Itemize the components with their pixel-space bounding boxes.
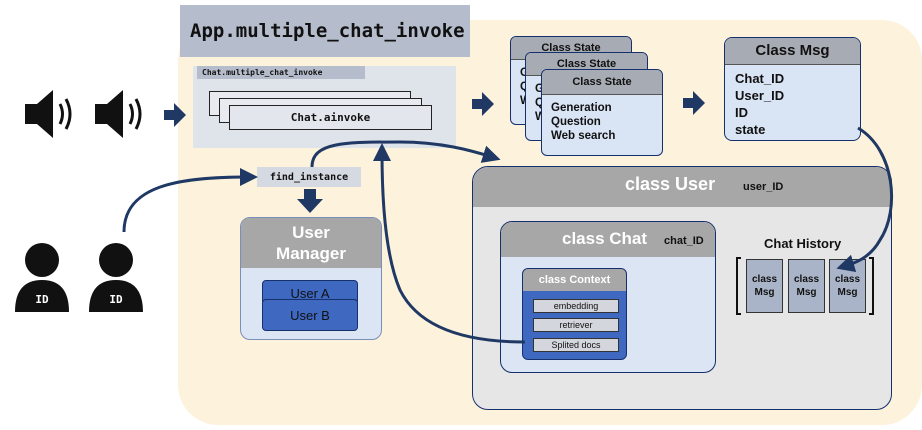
- user-manager-title-line1: User: [292, 223, 330, 242]
- class-chat-sub: chat_ID: [664, 235, 704, 247]
- class-state-initial: W: [535, 110, 647, 124]
- user-chip-b: User B: [262, 299, 358, 331]
- chat-history-msg-line1: class: [751, 274, 778, 285]
- app-title: App.multiple_chat_invoke: [180, 5, 470, 57]
- user-id-badge: ID: [35, 293, 49, 306]
- block-arrow-down: [297, 189, 323, 213]
- chat-history-msg-line2: Msg: [754, 287, 775, 298]
- context-item-embedding: embedding: [533, 299, 619, 313]
- class-state-body: Generation Question Web search: [542, 95, 662, 143]
- class-chat-title: class Chat: [562, 229, 648, 248]
- chat-history-msg-line2: Msg: [796, 287, 817, 298]
- connector-msg-to-history: [836, 126, 893, 273]
- speaker-icon: [95, 90, 142, 138]
- user-manager-title-line2: Manager: [276, 244, 346, 263]
- class-user-title: class User: [625, 174, 716, 194]
- user-id-badge: ID: [109, 293, 123, 306]
- class-state-body-back-1: G Q W: [526, 76, 647, 124]
- chat-multi-label: Chat.multiple_chat_invoke: [197, 66, 365, 79]
- history-bracket-right: [869, 257, 874, 315]
- class-state-initial: Q: [520, 80, 631, 94]
- class-chat-header: [501, 222, 715, 257]
- chat-history-msg: class Msg: [746, 259, 783, 313]
- class-msg-body: Chat_ID User_ID ID state: [725, 65, 860, 138]
- block-arrow-right: [472, 92, 494, 116]
- user-id-icon: ID: [15, 243, 69, 312]
- connector-context-to-chat: [373, 143, 526, 344]
- connector-user-to-find: [122, 168, 258, 233]
- class-state-card: Class State Generation Question Web sear…: [541, 69, 663, 156]
- class-msg-field-user-id: User_ID: [735, 88, 785, 103]
- chat-ainvoke-card: Chat.ainvoke: [229, 105, 432, 130]
- block-arrow-right: [164, 103, 186, 127]
- class-state-initial: G: [520, 66, 631, 80]
- class-state-initial: Q: [535, 97, 544, 109]
- class-state-initial: G: [535, 83, 544, 95]
- class-state-field-question: Question: [551, 116, 601, 128]
- chat-history-msg: class Msg: [788, 259, 825, 313]
- chat-history-msg-line1: class: [834, 274, 861, 285]
- find-instance-box: find_instance: [257, 167, 361, 187]
- class-msg-field-id: ID: [735, 105, 748, 120]
- class-user-header: [473, 167, 891, 207]
- class-msg-card: Class Msg Chat_ID User_ID ID state: [724, 37, 861, 141]
- class-msg-field-state: state: [735, 122, 766, 137]
- class-state-field-generation: Generation: [551, 102, 612, 114]
- history-bracket-left: [736, 257, 741, 315]
- user-manager-header: User Manager: [241, 218, 381, 268]
- connector-find-to-user-class: [310, 140, 501, 168]
- class-context-header: class Context: [523, 269, 626, 291]
- class-msg-field-chat-id: Chat_ID: [735, 71, 785, 86]
- class-state-field-web-search: Web search: [551, 130, 616, 142]
- class-state-header: Class State: [542, 70, 662, 95]
- chat-history-title: Chat History: [764, 236, 842, 251]
- context-item-splited-docs: Splited docs: [533, 338, 619, 352]
- user-id-icon: ID: [89, 243, 143, 312]
- speaker-icon: [25, 90, 72, 138]
- class-msg-header: Class Msg: [725, 38, 860, 65]
- chat-history-msg-line2: Msg: [837, 287, 858, 298]
- chat-history-msg-line1: class: [793, 274, 820, 285]
- context-item-retriever: retriever: [533, 318, 619, 332]
- class-user-sub: user_ID: [743, 181, 784, 193]
- block-arrow-right: [683, 91, 705, 115]
